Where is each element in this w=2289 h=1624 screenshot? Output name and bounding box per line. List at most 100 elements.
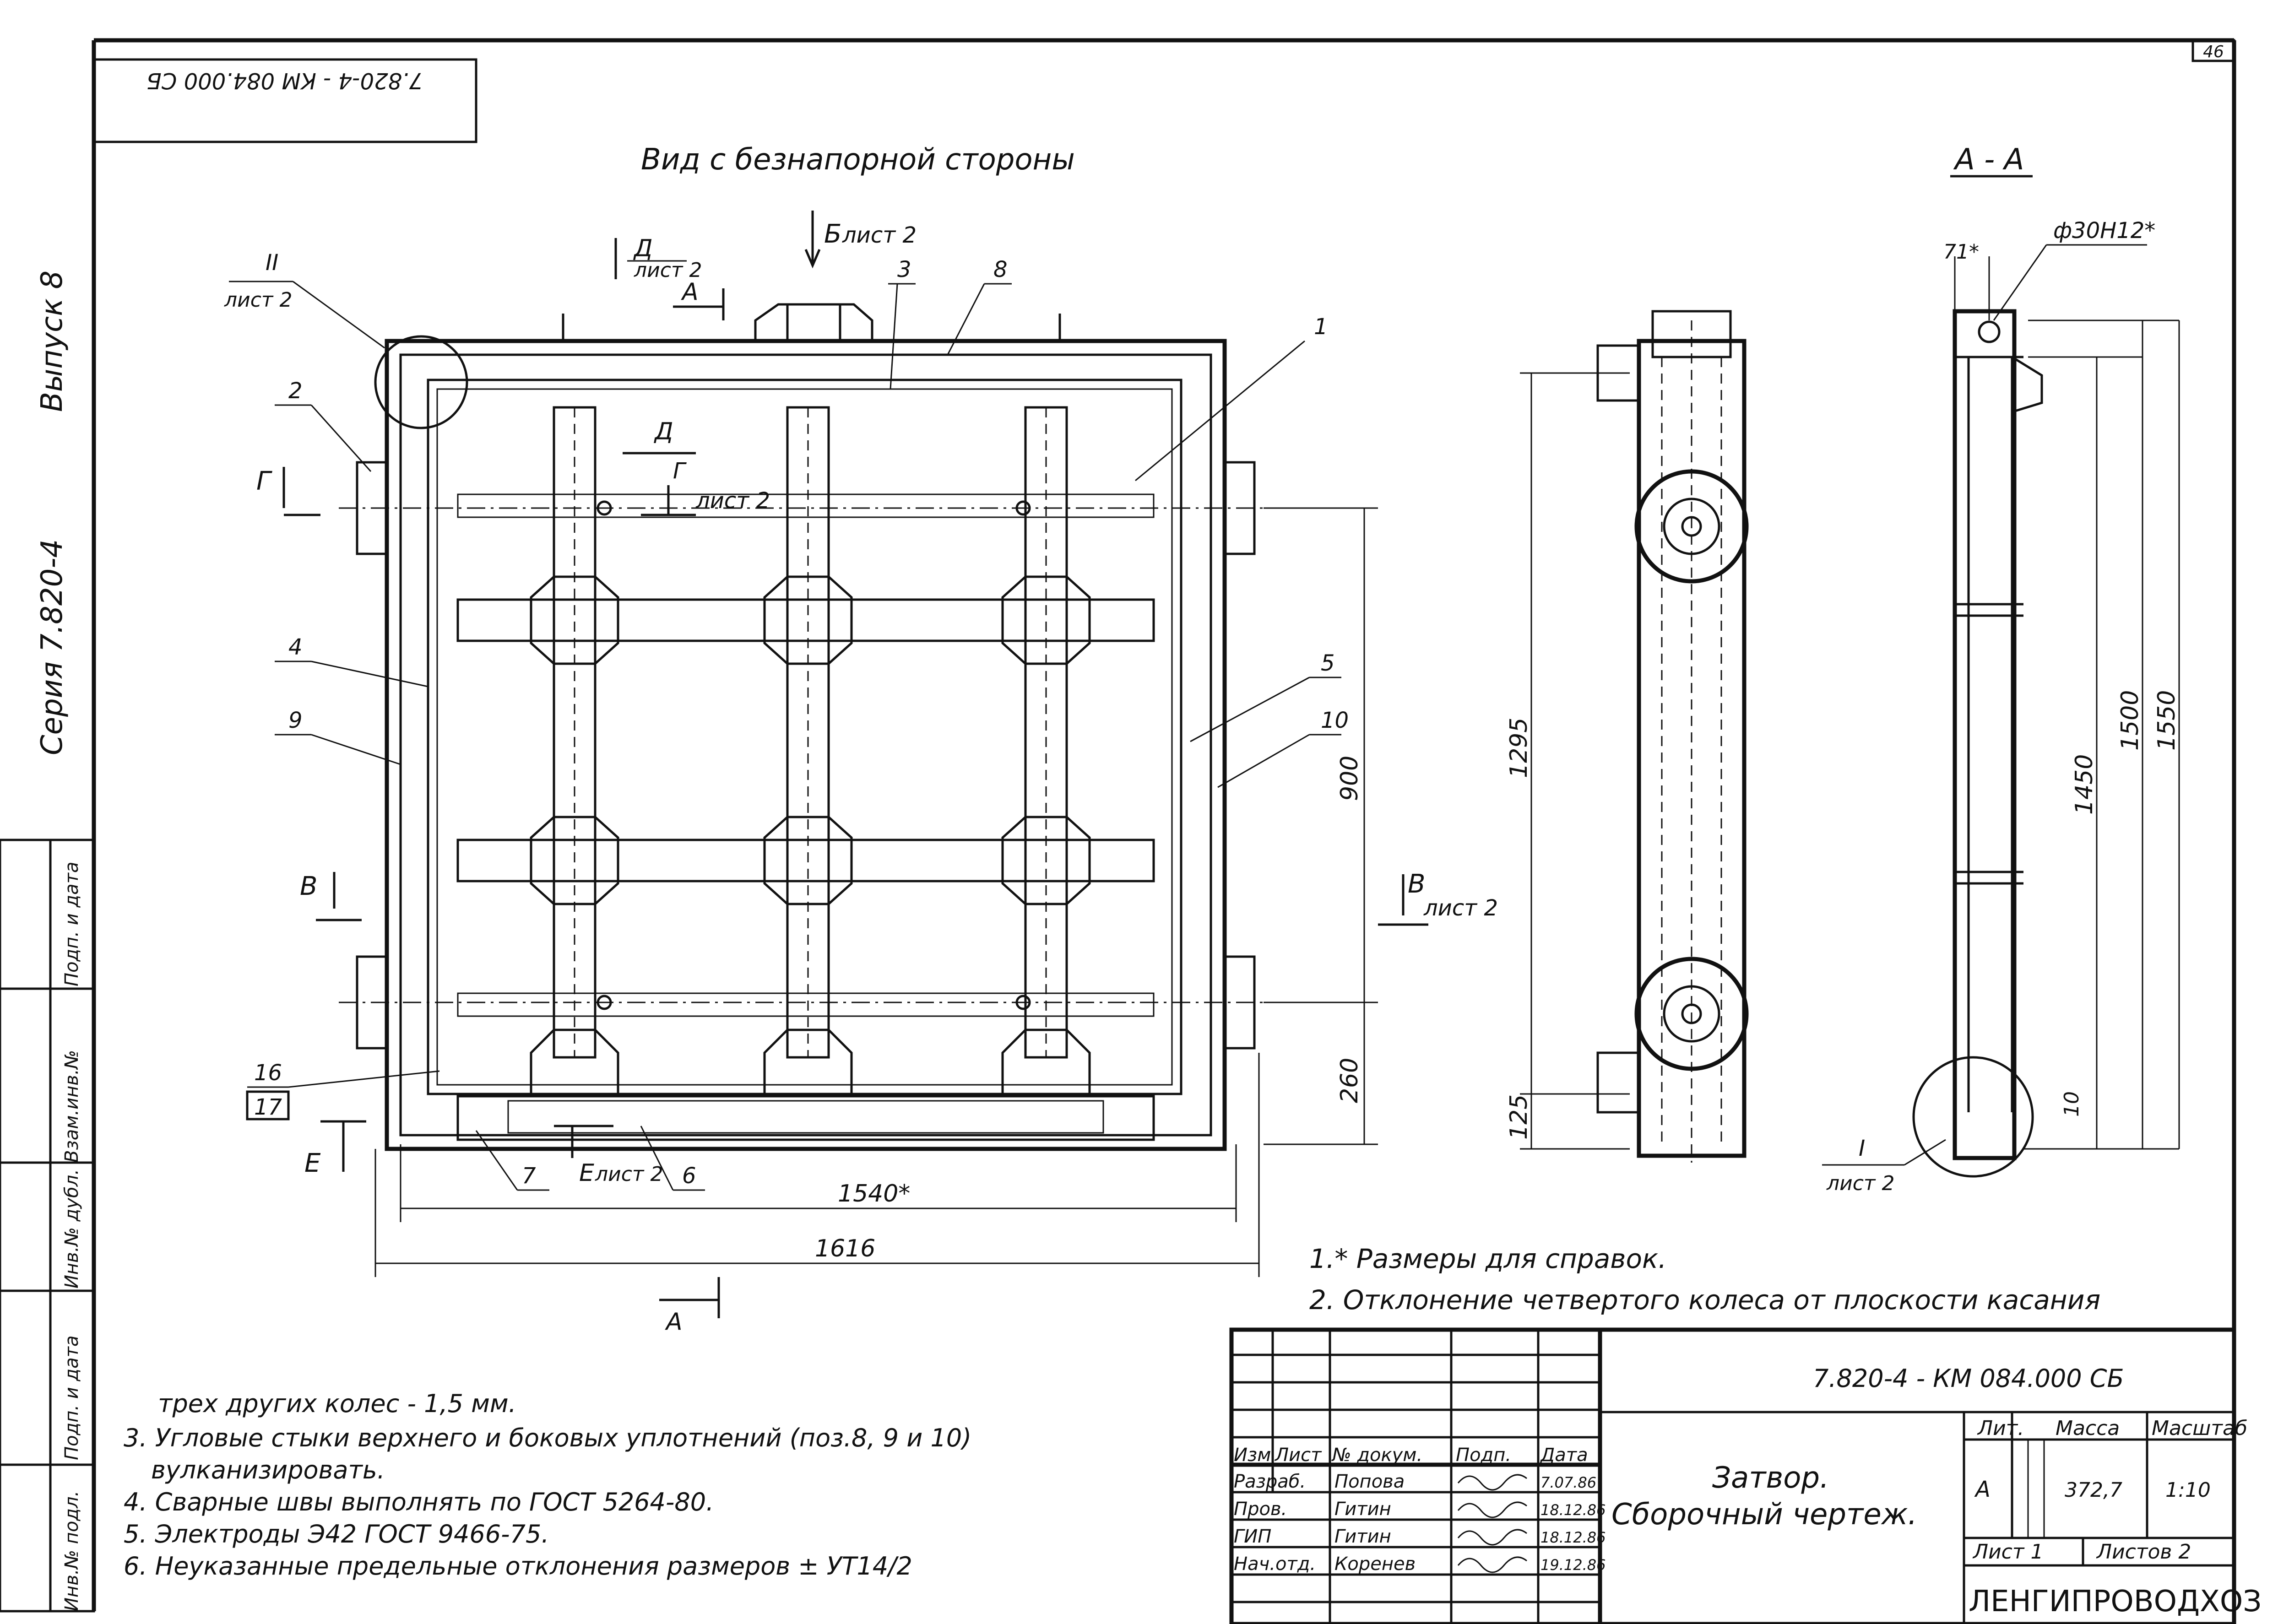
front-view-title: Вид с безнапорной стороны — [641, 143, 1075, 177]
issue-label: Выпуск 8 — [35, 271, 69, 412]
dim-1540: 1540* — [838, 1180, 910, 1207]
callout-4: 4 — [288, 634, 303, 660]
callout-17: 17 — [254, 1094, 282, 1120]
callout-10: 10 — [1321, 708, 1349, 733]
section-A-label-bottom: А — [665, 1308, 683, 1336]
front-view: Вид с безнапорной стороны — [224, 143, 1498, 1336]
tb-scale-label: Масштаб — [2152, 1417, 2247, 1440]
section-D-label-top: Д — [633, 235, 653, 262]
rotated-code-stamp: 7.820-4 - КМ 084.000 СБ — [146, 68, 423, 93]
tb-name-2: Гитин — [1334, 1499, 1391, 1520]
dim-1450: 1450 — [2071, 754, 2098, 815]
section-E-label-left: Е — [304, 1148, 321, 1178]
tb-header-doc: № докум. — [1331, 1445, 1422, 1466]
tb-role-2: Пров. — [1234, 1499, 1287, 1520]
section-D-sheet-top: лист 2 — [634, 259, 702, 282]
note-2-cont: трех других колес - 1,5 мм. — [158, 1389, 516, 1418]
section-A-label-top: А — [681, 278, 699, 306]
tb-date-4: 19.12.86 — [1540, 1556, 1606, 1574]
section-G-sheet-mid: лист 2 — [695, 488, 770, 514]
stamp-cell-2: Инв.№ подл. — [61, 1491, 82, 1611]
tb-date-1: 7.07.86 — [1540, 1474, 1596, 1491]
callout-7: 7 — [522, 1163, 536, 1189]
horizontal-beams — [456, 493, 1155, 1017]
tb-lit-value: А — [1974, 1477, 1991, 1502]
tb-name-1: Попова — [1334, 1471, 1405, 1492]
dim-1500: 1500 — [2116, 690, 2144, 751]
callout-1: 1 — [1314, 314, 1328, 340]
note-3-cont: вулканизировать. — [151, 1456, 385, 1484]
sheet-number: 46 — [2203, 43, 2224, 61]
tb-date-3: 18.12.86 — [1540, 1529, 1606, 1546]
section-B-sheet: лист 2 — [842, 222, 917, 248]
item-callouts: 1 2 3 8 4 9 5 10 16 — [224, 250, 1349, 1191]
callout-2: 2 — [288, 378, 303, 404]
callout-5: 5 — [1321, 650, 1335, 676]
tb-header-date: Дата — [1540, 1445, 1588, 1466]
front-dimensions: 1540* 1616 900 260 — [374, 507, 1378, 1277]
tb-scale-value: 1:10 — [2165, 1478, 2211, 1502]
stamp-cell-3: Подп. и дата — [61, 1336, 82, 1460]
tb-lit-label: Лит. — [1977, 1417, 2024, 1440]
tb-name-3: Гитин — [1334, 1526, 1391, 1547]
tb-role-4: Нач.отд. — [1234, 1554, 1316, 1575]
dim-125: 125 — [1505, 1094, 1533, 1140]
series-label: Серия 7.820-4 — [35, 539, 69, 755]
section-G-label-left: Г — [256, 466, 272, 496]
tb-header-list: Лист — [1274, 1445, 1322, 1466]
node-I-label: I — [1859, 1136, 1865, 1161]
tb-header-sign: Подп. — [1456, 1445, 1511, 1466]
note-4: 4. Сварные швы выполнять по ГОСТ 5264-80… — [124, 1488, 714, 1516]
title-block: Изм Лист № докум. Подп. Дата Разраб. Поп… — [1229, 1327, 2262, 1624]
dim-71: 71* — [1943, 240, 1979, 264]
tb-title-2: Сборочный чертеж. — [1611, 1498, 1917, 1532]
side-view-beam: 1295 125 — [1505, 310, 1749, 1163]
section-V-label-left: В — [300, 872, 317, 901]
node-II-label: II — [266, 250, 278, 276]
tb-role-3: ГИП — [1234, 1526, 1271, 1547]
stamp-cell-5: Инв.№ дубл. — [61, 1169, 82, 1288]
section-B-label: Б — [824, 219, 841, 249]
callout-6: 6 — [682, 1163, 696, 1189]
beam-nodes — [530, 575, 1091, 1095]
tb-sheet-label: Лист 1 — [1972, 1540, 2043, 1564]
tb-doc-code: 7.820-4 - КМ 084.000 СБ — [1813, 1364, 2124, 1393]
dim-1616: 1616 — [815, 1235, 875, 1262]
sheet-frame: 46 7.820-4 - КМ 084.000 СБ — [92, 38, 2236, 1611]
section-D-label-mid: Д — [654, 418, 673, 445]
node-II-sheet: лист 2 — [224, 288, 293, 312]
note-1: 1.* Размеры для справок. — [1309, 1243, 1666, 1274]
callout-9: 9 — [288, 708, 303, 733]
section-a-a-title: А - А — [1953, 143, 2024, 177]
tb-mass-label: Масса — [2056, 1417, 2120, 1440]
section-E-label-mid: Е — [579, 1159, 594, 1187]
tb-mass-value: 372,7 — [2065, 1478, 2122, 1502]
node-I-sheet: лист 2 — [1826, 1172, 1895, 1195]
dim-1550: 1550 — [2153, 690, 2181, 751]
dim-900: 900 — [1336, 756, 1363, 801]
section-E-sheet-mid: лист 2 — [595, 1163, 663, 1186]
dim-260: 260 — [1336, 1058, 1363, 1103]
notes: 1.* Размеры для справок. 2. Отклонение ч… — [124, 1243, 2100, 1581]
tb-date-2: 18.12.86 — [1540, 1501, 1606, 1519]
tb-name-4: Коренев — [1334, 1554, 1416, 1575]
hole-dim: ф30Н12* — [2053, 218, 2155, 244]
callout-8: 8 — [993, 257, 1008, 282]
dim-10: 10 — [2060, 1091, 2083, 1117]
note-6: 6. Неуказанные предельные отклонения раз… — [124, 1552, 912, 1581]
tb-organization: ЛЕНГИПРОВОДХОЗ — [1969, 1585, 2262, 1619]
note-5: 5. Электроды Э42 ГОСТ 9466-75. — [124, 1520, 549, 1548]
vertical-posts — [553, 406, 1068, 1059]
note-3: 3. Угловые стыки верхнего и боковых упло… — [124, 1424, 971, 1452]
tb-role-1: Разраб. — [1234, 1471, 1306, 1492]
callout-16: 16 — [254, 1060, 282, 1086]
section-V-label-right: В — [1408, 869, 1425, 899]
note-2: 2. Отклонение четвертого колеса от плоск… — [1309, 1284, 2100, 1315]
section-V-sheet-right: лист 2 — [1423, 895, 1498, 921]
callout-3: 3 — [897, 257, 911, 282]
tb-sheets-label: Листов 2 — [2096, 1540, 2191, 1564]
section-markers: Б лист 2 Д лист 2 А Г Д Г лист 2 В В л — [256, 211, 1498, 1336]
left-margin: Выпуск 8 Серия 7.820-4 Взам.инв.№ Инв.№ … — [0, 271, 95, 1613]
stamp-cell-4: Подп. и дата — [61, 862, 82, 986]
